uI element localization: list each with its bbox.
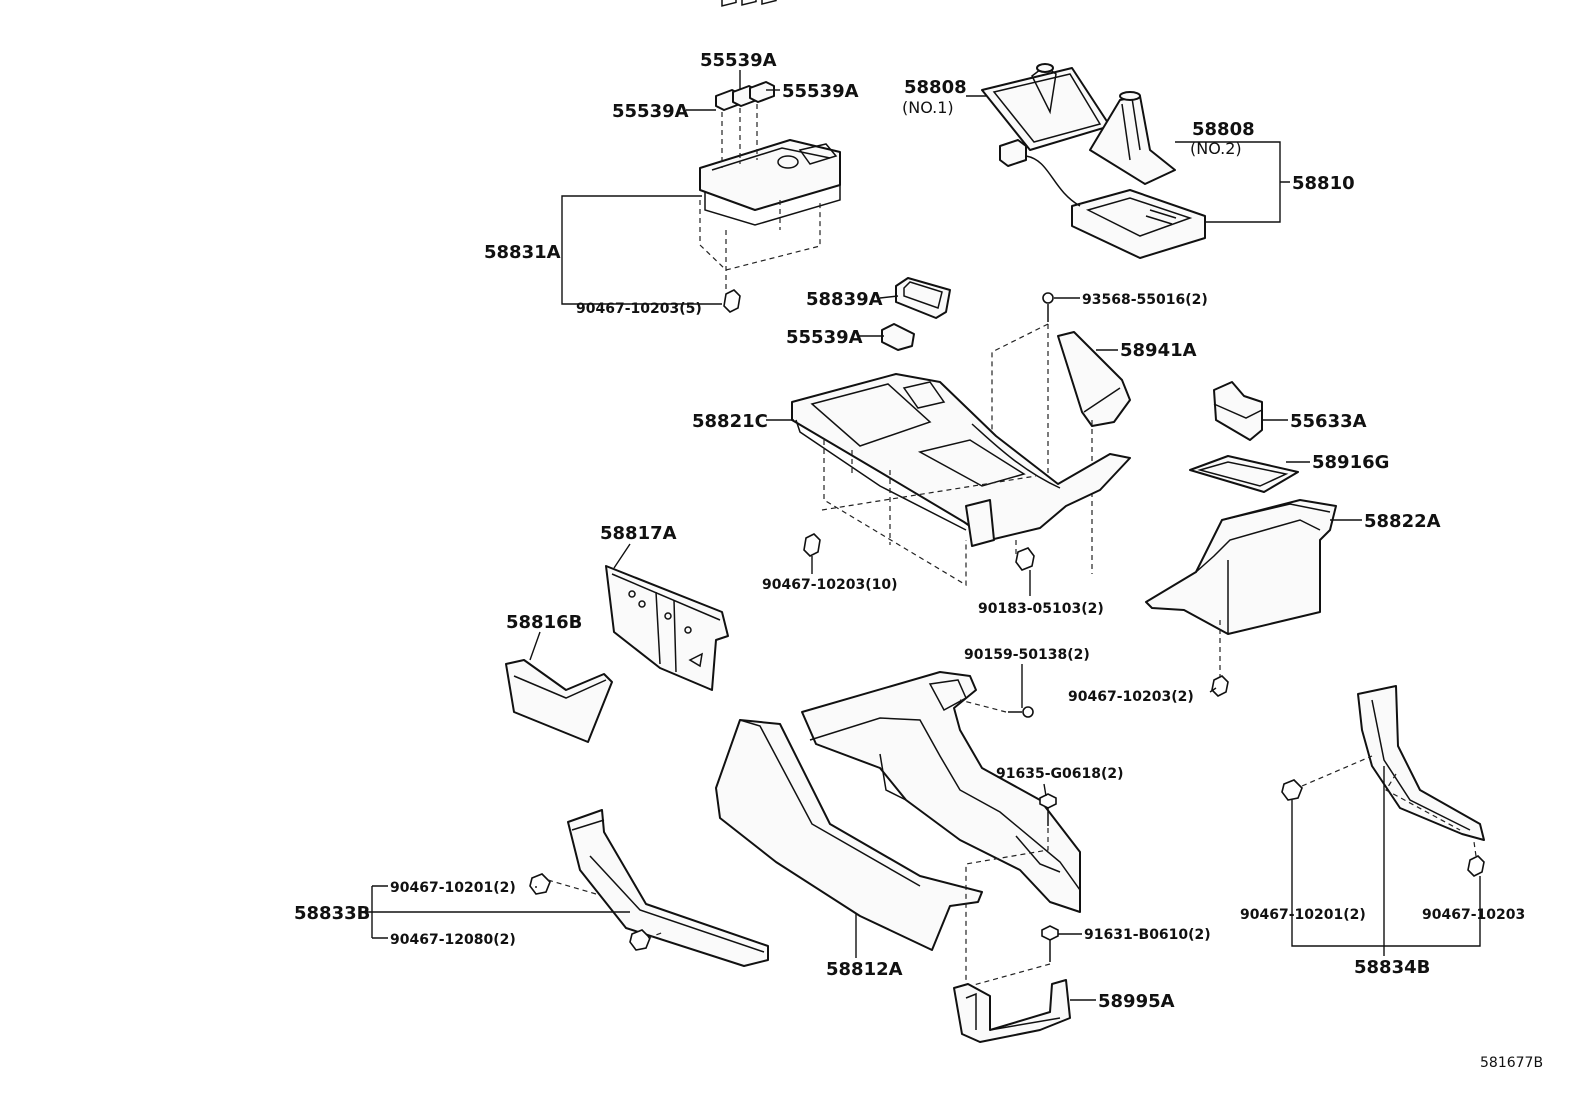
label-58822A: 58822A xyxy=(1364,511,1441,532)
rear-box-58822A xyxy=(1145,499,1337,635)
switch-base-58831A xyxy=(699,0,841,226)
label-58816B: 58816B xyxy=(506,612,582,633)
label-90467-10201-left: 90467-10201(2) xyxy=(390,880,516,896)
dashed-guides-58821C xyxy=(821,440,1037,587)
dashed-guides-58831A xyxy=(699,104,821,290)
clip-90467-10203-a xyxy=(723,289,741,313)
label-90467-10203-5: 90467-10203(5) xyxy=(576,301,702,317)
clip-90467-10201-right xyxy=(1281,779,1303,801)
console-box-58812A xyxy=(715,671,1081,951)
leader-58817A xyxy=(613,543,631,569)
leader-58816B xyxy=(529,631,541,661)
pocket-58839A xyxy=(895,277,951,319)
clip-90467-10203-right xyxy=(1467,855,1485,877)
dashed-guides-90159 xyxy=(959,699,1007,713)
shift-boot-58808-no1 xyxy=(981,63,1111,151)
dashed-guides-58834B xyxy=(1301,755,1477,857)
leader-90467-10203-2 xyxy=(1209,687,1217,693)
dashed-guides-58833B xyxy=(547,879,665,939)
label-90183-05103: 90183-05103(2) xyxy=(978,601,1104,617)
rear-trim-58834B xyxy=(1357,685,1485,841)
console-upper-58821C xyxy=(791,373,1131,547)
leader-58833B xyxy=(366,885,630,939)
label-58808-no1-sub: (NO.1) xyxy=(902,98,954,117)
leader-91635 xyxy=(1043,783,1047,797)
label-58821C: 58821C xyxy=(692,411,768,432)
cup-holder-55633A xyxy=(1213,381,1263,441)
label-90467-10201-right: 90467-10201(2) xyxy=(1240,907,1366,923)
clip-90467-10203-b xyxy=(803,533,821,557)
nut-90183-05103 xyxy=(1015,547,1035,571)
label-91631-B0610: 91631-B0610(2) xyxy=(1084,927,1211,943)
clip-90467-10203-c xyxy=(1211,675,1229,697)
clip-90467-12080 xyxy=(629,929,651,951)
cover-55539A-mid xyxy=(881,323,915,351)
label-58839A: 58839A xyxy=(806,289,883,310)
label-58808-no2-sub: (NO.2) xyxy=(1190,139,1242,158)
label-93568-55016: 93568-55016(2) xyxy=(1082,292,1208,308)
leader-58831A xyxy=(561,195,722,305)
label-55539A-left: 55539A xyxy=(612,101,689,122)
shift-boot-58808-no2 xyxy=(1089,91,1176,185)
label-90467-10203-10: 90467-10203(10) xyxy=(762,577,898,593)
armrest-lid-58941A xyxy=(1057,331,1131,427)
leader-58834B xyxy=(1291,766,1481,956)
label-58808-no2: 58808 xyxy=(1192,119,1255,140)
label-55539A-top: 55539A xyxy=(700,50,777,71)
screw-93568-55016 xyxy=(1042,292,1054,322)
label-55539A-right: 55539A xyxy=(782,81,859,102)
label-90467-12080: 90467-12080(2) xyxy=(390,932,516,948)
label-91635-G0618: 91635-G0618(2) xyxy=(996,766,1124,782)
label-58941A: 58941A xyxy=(1120,340,1197,361)
diagram-id: 581677B xyxy=(1480,1055,1543,1071)
label-90159-50138: 90159-50138(2) xyxy=(964,647,1090,663)
screw-91631-B0610 xyxy=(1041,925,1059,962)
dashed-guides-91631 xyxy=(969,963,1051,987)
label-58810: 58810 xyxy=(1292,173,1355,194)
leader-58839A xyxy=(879,295,899,299)
label-55539A-mid: 55539A xyxy=(786,327,863,348)
label-58834B: 58834B xyxy=(1354,957,1430,978)
label-58831A: 58831A xyxy=(484,242,561,263)
bolt-90159-50138 xyxy=(1008,706,1034,718)
label-58833B: 58833B xyxy=(294,903,370,924)
label-58812A: 58812A xyxy=(826,959,903,980)
screw-91635-G0618 xyxy=(1039,793,1057,826)
label-58916G: 58916G xyxy=(1312,452,1389,473)
switch-cover-55539A-group xyxy=(715,81,775,111)
front-trim-58833B xyxy=(567,809,769,967)
clip-90467-10201-left xyxy=(529,873,551,895)
shift-bezel-58810 xyxy=(1071,189,1206,259)
label-90467-10203-right: 90467-10203 xyxy=(1422,907,1525,923)
bracket-58995A xyxy=(953,979,1071,1043)
label-55633A: 55633A xyxy=(1290,411,1367,432)
label-58808-no1: 58808 xyxy=(904,77,967,98)
leader-58810 xyxy=(1175,141,1290,223)
side-panel-58816B xyxy=(505,659,613,743)
dashed-guides-91635 xyxy=(965,828,1049,980)
label-58817A: 58817A xyxy=(600,523,677,544)
mat-58916G xyxy=(1189,455,1299,493)
shift-indicator-wire xyxy=(999,139,1081,207)
label-58995A: 58995A xyxy=(1098,991,1175,1012)
side-panel-58817A xyxy=(605,565,729,691)
label-90467-10203-2: 90467-10203(2) xyxy=(1068,689,1194,705)
